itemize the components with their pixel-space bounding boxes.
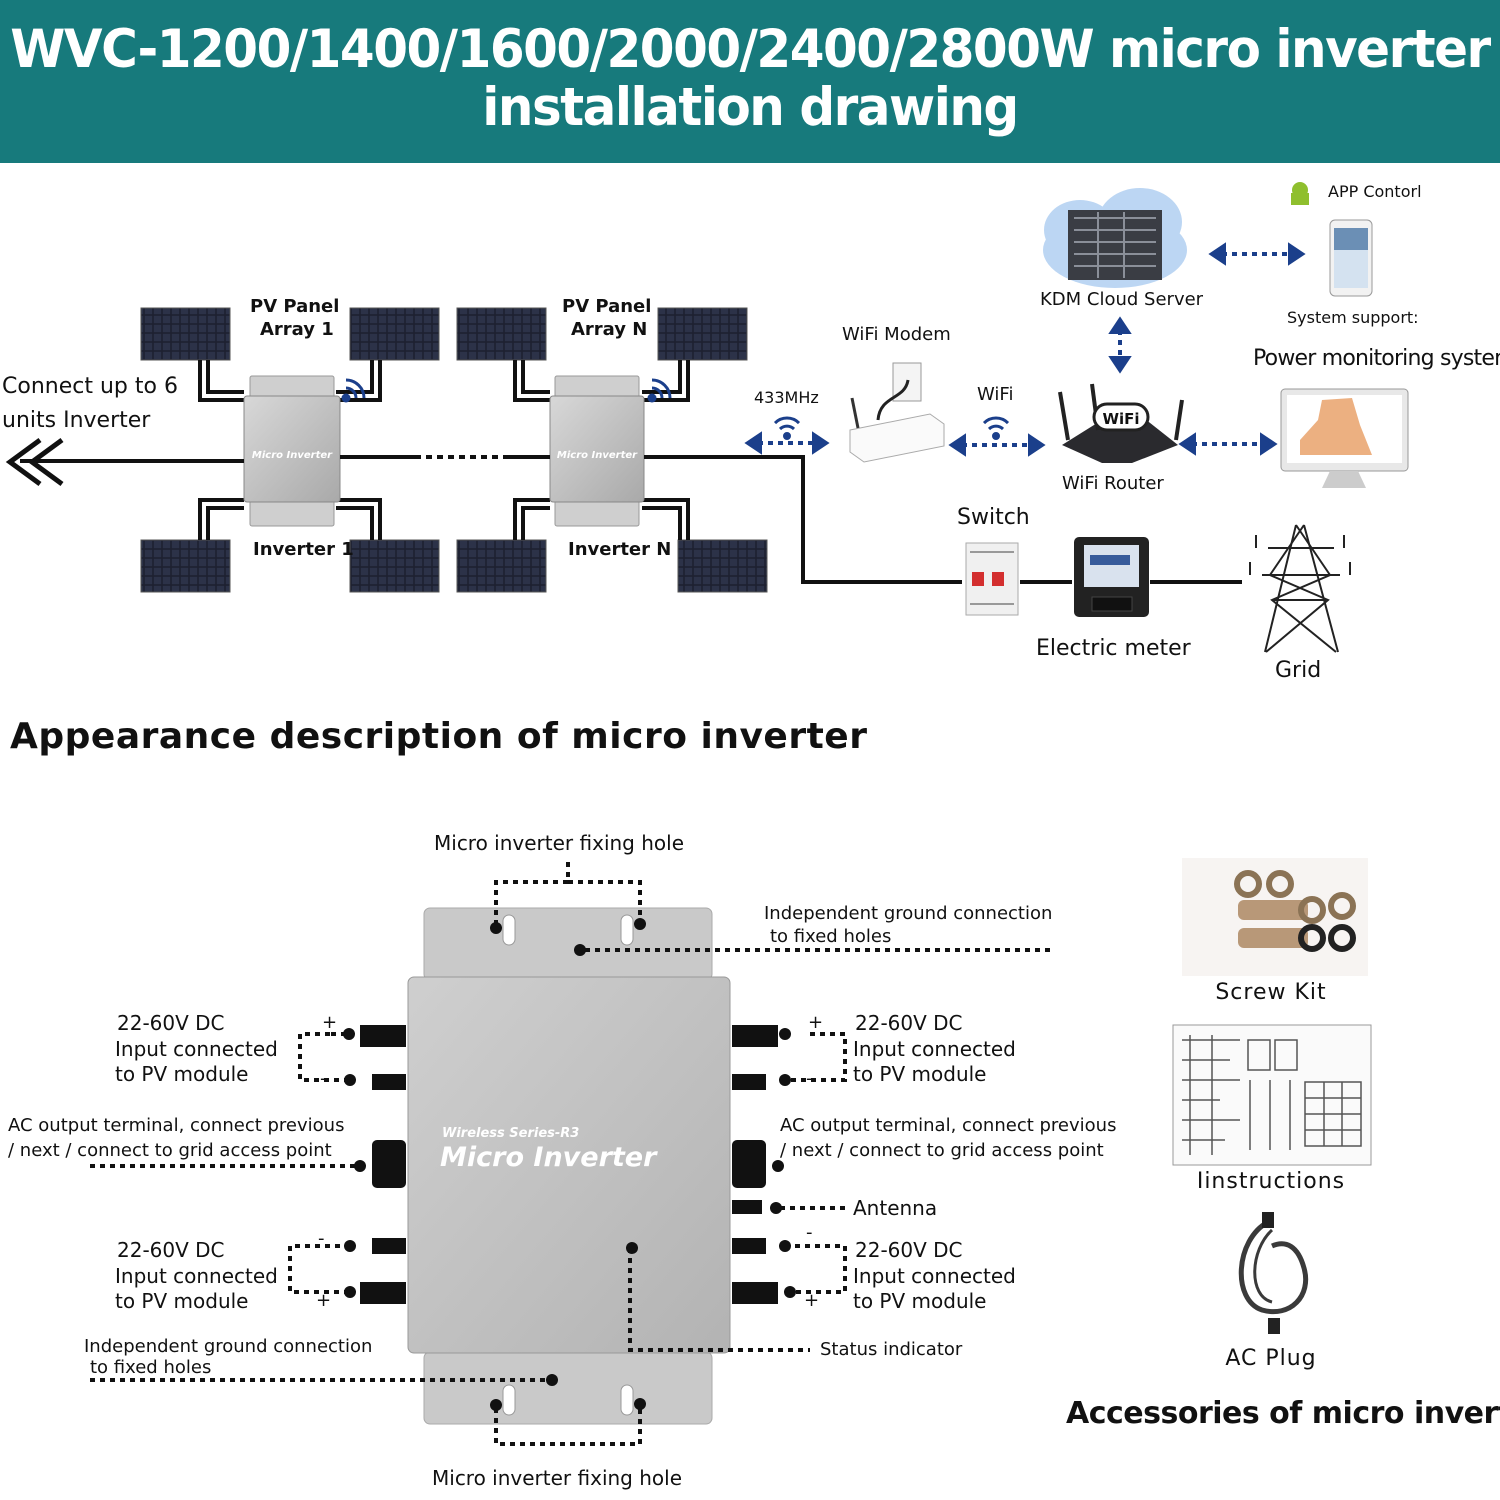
minus-mark: -: [318, 1228, 325, 1249]
plus-mark: +: [808, 1012, 824, 1033]
wifi-router-device: WiFi: [1058, 383, 1184, 463]
status-indicator-label: Status indicator: [820, 1339, 963, 1360]
wifi-signal-icon: [773, 416, 1010, 440]
dc-input-bl-line-2: Input connected: [115, 1264, 278, 1288]
system-support-label: System support:: [1287, 308, 1419, 327]
fixing-hole-bottom-label: Micro inverter fixing hole: [432, 1466, 682, 1490]
app-phone-icon: [1291, 182, 1373, 297]
power-monitoring-label: Power monitoring system: [1253, 346, 1500, 371]
monitor-icon: [1280, 388, 1409, 488]
accessories-heading: Accessories of micro inverter: [1066, 1396, 1500, 1431]
dc-input-tl-line-1: 22-60V DC: [117, 1011, 225, 1035]
solar-panel: [657, 307, 748, 361]
pv-array-1-line-1: PV Panel: [250, 296, 340, 317]
inverter-n-label: Inverter N: [568, 539, 672, 560]
dc-input-br-line-2: Input connected: [853, 1264, 1016, 1288]
ac-trunk-line: [20, 455, 1242, 584]
ac-plug-label: AC Plug: [1225, 1346, 1317, 1371]
cloud-server-label: KDM Cloud Server: [1040, 289, 1204, 310]
ac-output-left-line-1: AC output terminal, connect previous: [8, 1115, 345, 1136]
arrow-left-icon: [5, 437, 64, 487]
inverter-1-device: Micro Inverter: [243, 375, 341, 527]
minus-mark: -: [806, 1068, 813, 1089]
pv-array-n-line-1: PV Panel: [562, 296, 652, 317]
app-control-label: APP Contorl: [1328, 182, 1422, 201]
grid-label: Grid: [1275, 658, 1322, 683]
dc-input-bl-line-1: 22-60V DC: [117, 1238, 225, 1262]
connect-note-line-1: Connect up to 6: [2, 374, 178, 399]
wifi-label: WiFi: [977, 384, 1014, 405]
dc-input-tr-line-1: 22-60V DC: [855, 1011, 963, 1035]
dc-cables-n: [513, 360, 690, 540]
instructions-image: [1172, 1024, 1372, 1166]
device-name-text: Micro Inverter: [440, 1142, 658, 1173]
inverter-n-device: Micro Inverter: [549, 375, 645, 527]
dc-input-br-line-1: 22-60V DC: [855, 1238, 963, 1262]
screw-kit-label: Screw Kit: [1215, 980, 1327, 1005]
dc-cables-1: [198, 360, 382, 540]
wifi-modem-device: [849, 362, 945, 463]
electric-meter-device: [1074, 537, 1149, 617]
banner-title-line-2: installation drawing: [482, 76, 1019, 138]
appearance-heading: Appearance description of micro inverter: [10, 716, 868, 757]
cloud-server-icon: [1043, 188, 1187, 288]
plus-mark: +: [804, 1290, 820, 1311]
pv-array-n: [456, 307, 768, 593]
plus-mark: +: [316, 1290, 332, 1311]
screw-kit-image: [1182, 858, 1368, 976]
dc-input-tl-line-3: to PV module: [115, 1062, 249, 1086]
dc-input-br-line-3: to PV module: [853, 1289, 987, 1313]
pv-array-1-line-2: Array 1: [260, 319, 334, 340]
ac-plug-image: [1238, 1212, 1309, 1334]
inverter-brand-text: Micro Inverter: [252, 450, 333, 461]
pv-array-n-line-2: Array N: [571, 319, 648, 340]
plus-mark: +: [322, 1012, 338, 1033]
dc-input-tl-line-2: Input connected: [115, 1037, 278, 1061]
electric-meter-label: Electric meter: [1036, 636, 1191, 661]
inverter-1-label: Inverter 1: [253, 539, 354, 560]
device-series-text: Wireless Series-R3: [442, 1126, 579, 1141]
inverter-brand-text: Micro Inverter: [557, 450, 638, 461]
antenna-label: Antenna: [853, 1196, 938, 1220]
wireless-signal-icon: [341, 378, 672, 403]
switch-device: [965, 542, 1019, 616]
wifi-router-label: WiFi Router: [1062, 473, 1164, 494]
switch-label: Switch: [957, 505, 1030, 530]
minus-mark: -: [806, 1222, 813, 1243]
pv-array-1: [140, 307, 440, 593]
solar-panel: [349, 539, 440, 593]
ground-top-line-1: Independent ground connection: [764, 903, 1053, 924]
instructions-label: Iinstructions: [1196, 1169, 1346, 1194]
banner-title-line-1: WVC-1200/1400/1600/2000/2400/2800W micro…: [10, 18, 1491, 80]
minus-mark: -: [320, 1068, 327, 1089]
ground-bottom-line-1: Independent ground connection: [84, 1336, 373, 1357]
ground-top-line-2: to fixed holes: [770, 926, 892, 947]
solar-panel: [140, 307, 231, 361]
title-banner: WVC-1200/1400/1600/2000/2400/2800W micro…: [0, 0, 1500, 163]
ac-output-right-line-1: AC output terminal, connect previous: [780, 1115, 1117, 1136]
dc-input-bl-line-3: to PV module: [115, 1289, 249, 1313]
dc-input-tr-line-3: to PV module: [853, 1062, 987, 1086]
solar-panel: [456, 307, 547, 361]
ac-output-right-line-2: / next / connect to grid access point: [780, 1140, 1104, 1161]
micro-inverter-large: Wireless Series-R3 Micro Inverter: [360, 907, 778, 1425]
grid-tower-icon: [1249, 524, 1351, 653]
wifi-modem-label: WiFi Modem: [842, 324, 951, 345]
leader-dots: [343, 918, 796, 1411]
solar-panel: [456, 539, 547, 593]
freq-433-label: 433MHz: [754, 388, 819, 407]
ac-output-left-line-2: / next / connect to grid access point: [8, 1140, 332, 1161]
connect-note-line-2: units Inverter: [2, 408, 151, 433]
solar-panel: [677, 539, 768, 593]
ground-bottom-line-2: to fixed holes: [90, 1357, 212, 1378]
double-arrow-icon: [744, 242, 1306, 457]
solar-panel: [140, 539, 231, 593]
solar-panel: [349, 307, 440, 361]
dc-input-tr-line-2: Input connected: [853, 1037, 1016, 1061]
fixing-hole-top-label: Micro inverter fixing hole: [434, 831, 684, 855]
wifi-logo-text: WiFi: [1102, 410, 1139, 428]
